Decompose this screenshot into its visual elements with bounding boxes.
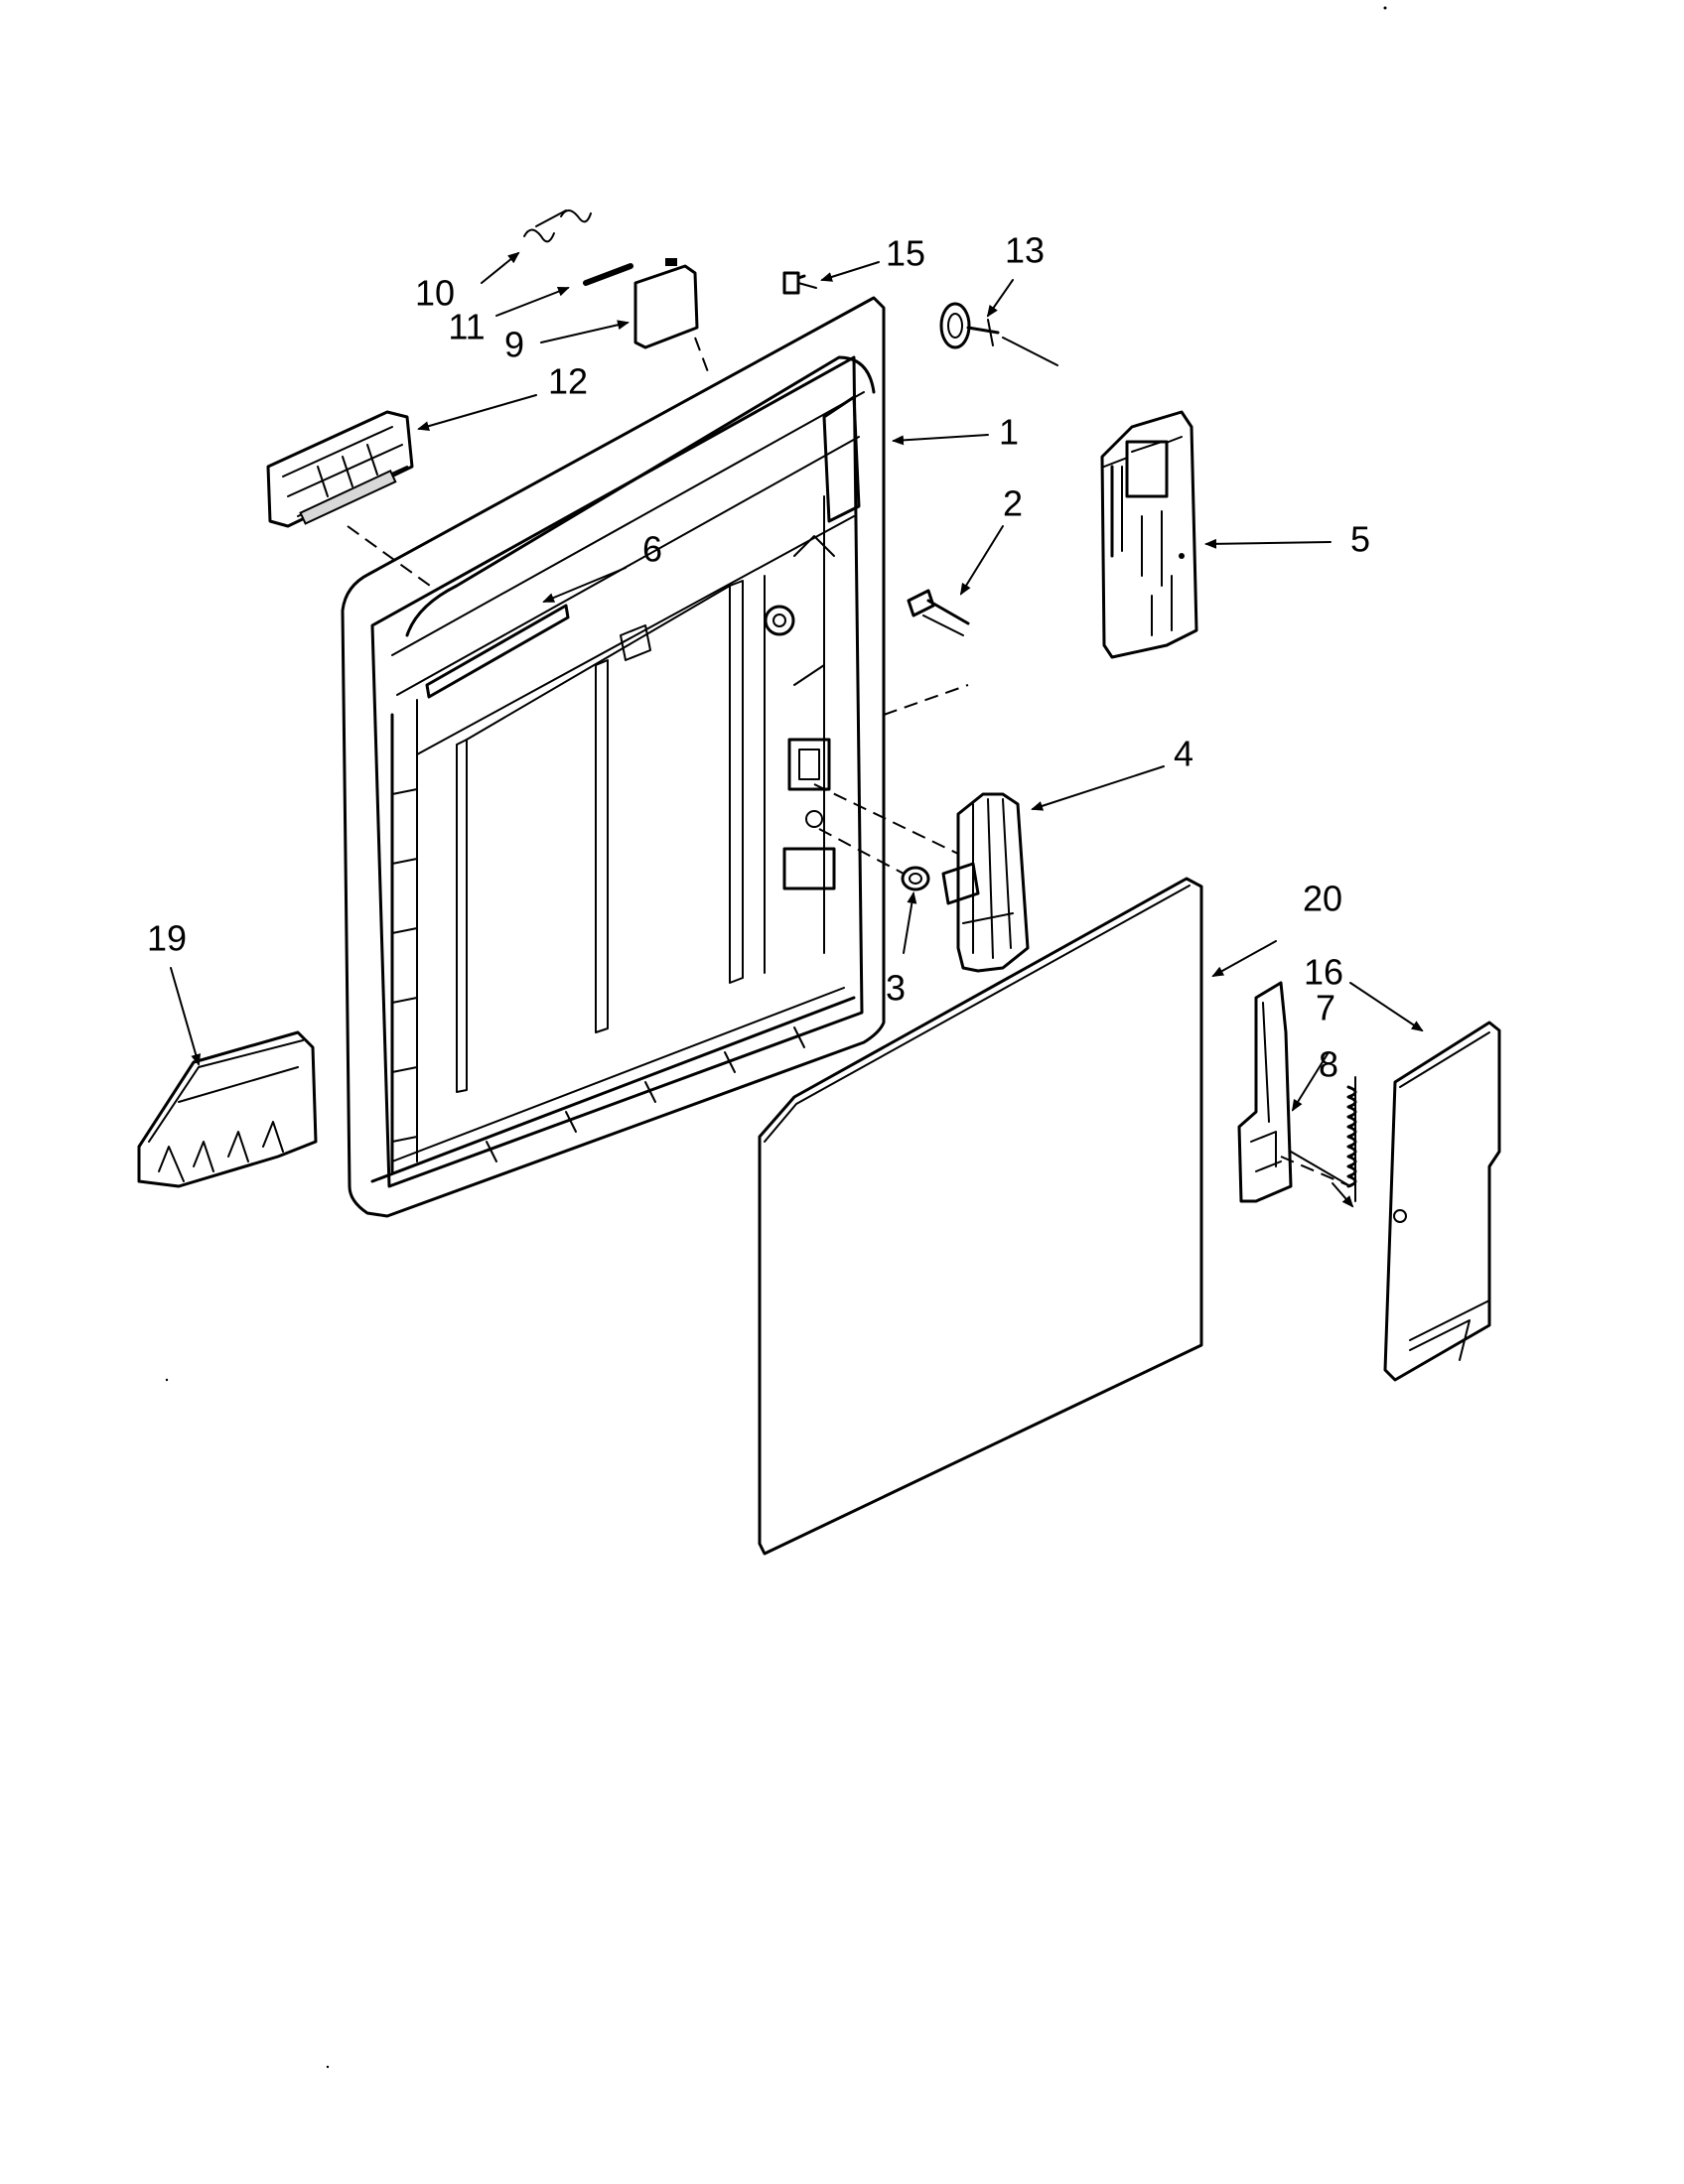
leader-6 [542,567,627,603]
callout-11: 11 [448,307,485,347]
callout-3: 3 [886,968,906,1009]
callout-4: 4 [1174,734,1193,774]
vent-housing [266,410,414,528]
leader-8 [1332,1182,1354,1208]
speck [1383,6,1387,10]
callout-19: 19 [147,918,187,959]
side-panel [1383,1021,1501,1382]
leader-16 [1349,982,1424,1032]
vent-strip [425,604,570,699]
speck [165,1378,169,1382]
hinge-bracket [941,792,1030,973]
bumper [901,866,930,891]
speck [326,2065,330,2069]
leader-10 [481,251,520,284]
callout-15: 15 [886,233,925,274]
inner-door-frame [341,296,886,1218]
screw [782,271,817,295]
leader-3 [903,891,917,954]
small-spring [523,209,592,243]
leader-7 [1291,1051,1330,1112]
callout-10: 10 [415,273,455,314]
callout-2: 2 [1003,483,1023,524]
assembly-line-3 [818,828,905,875]
assembly-line-12 [347,525,438,592]
assembly-line-4 [813,783,959,855]
assembly-line-7 [1280,1156,1351,1187]
callout-1: 1 [999,412,1019,453]
leader-11 [495,286,570,317]
callout-9: 9 [504,325,524,365]
vent-cover [633,264,699,349]
leader-13 [986,279,1014,318]
clip [907,589,970,636]
leader-4 [1031,765,1165,811]
callout-12: 12 [548,361,588,402]
callout-13: 13 [1005,230,1045,271]
leader-9 [540,320,630,343]
latch-module [1100,410,1198,659]
pin [583,263,633,286]
leader-1 [892,434,989,446]
callout-5: 5 [1350,519,1370,560]
leader-20 [1211,940,1277,977]
callout-7: 7 [1316,988,1335,1028]
leader-5 [1204,538,1332,549]
door-spring [1290,1076,1357,1202]
knob-guide-line [1002,337,1058,366]
callout-8: 8 [1319,1044,1338,1085]
assembly-line-9 [694,337,711,378]
outer-door-panel [758,877,1203,1556]
callout-16: 16 [1304,952,1343,993]
door-bracket [1237,981,1293,1203]
leader-12 [417,394,537,432]
leader-2 [959,525,1004,596]
end-cap [137,1030,318,1188]
leader-15 [820,261,880,282]
knob [939,302,1000,349]
leader-19 [170,967,202,1066]
callout-6: 6 [642,529,662,570]
assembly-line-2 [883,684,969,716]
callout-20: 20 [1303,879,1342,919]
